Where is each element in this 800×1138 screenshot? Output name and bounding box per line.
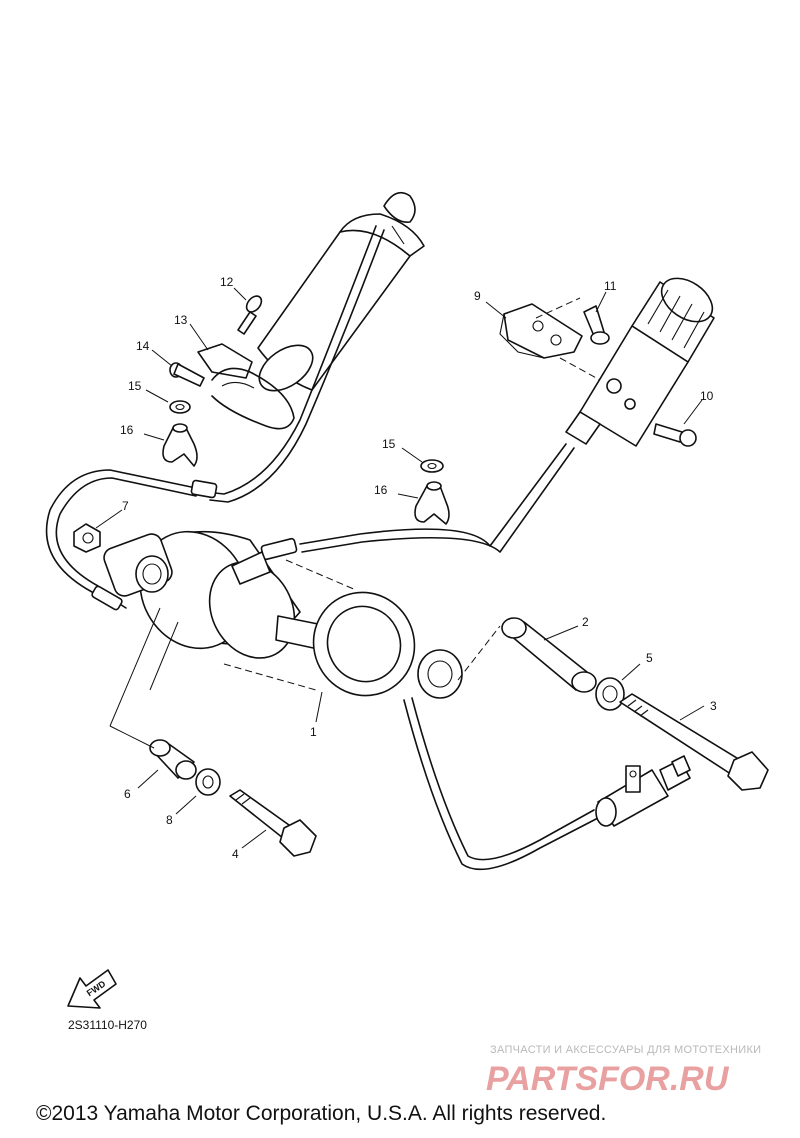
washer-15-center bbox=[420, 459, 444, 473]
callout-16-left: 16 bbox=[120, 423, 134, 437]
callout-8: 8 bbox=[166, 813, 173, 827]
preload-adjuster bbox=[565, 277, 715, 447]
collar-5 bbox=[595, 677, 625, 711]
callout-labels: 1 2 3 4 5 6 7 8 9 10 11 12 13 14 15 15 1… bbox=[120, 275, 717, 861]
reservoir bbox=[257, 191, 425, 392]
hose-fitting-lower bbox=[91, 585, 123, 611]
callout-14: 14 bbox=[136, 339, 150, 353]
bolt-4 bbox=[229, 789, 317, 857]
callout-15-center: 15 bbox=[382, 437, 396, 451]
bolt-12 bbox=[237, 295, 263, 335]
fwd-arrow-icon: FWD bbox=[67, 969, 117, 1009]
diagram-code: 2S31110-H270 bbox=[68, 1018, 147, 1032]
bolt-10 bbox=[653, 423, 697, 447]
watermark-logo: PARTSFOR.RU bbox=[486, 1060, 730, 1096]
callout-11: 11 bbox=[604, 279, 617, 293]
callout-16-center: 16 bbox=[374, 483, 388, 497]
callout-5: 5 bbox=[646, 651, 653, 665]
reservoir-clamp bbox=[197, 343, 295, 430]
hose-fitting-left bbox=[190, 479, 218, 499]
nut-7 bbox=[73, 523, 101, 553]
collar-2 bbox=[501, 617, 597, 693]
watermark-logo-text: PARTSFOR.RU bbox=[486, 1060, 730, 1096]
rear-shock-absorber bbox=[103, 530, 463, 699]
leader-lines bbox=[95, 287, 705, 849]
clip-16-left bbox=[162, 423, 198, 467]
bolt-14 bbox=[169, 362, 205, 387]
callout-7: 7 bbox=[122, 499, 129, 513]
callout-13: 13 bbox=[174, 313, 188, 327]
copyright-notice: ©2013 Yamaha Motor Corporation, U.S.A. A… bbox=[36, 1102, 607, 1125]
hose-fitting-center bbox=[260, 537, 298, 561]
remote-adjuster bbox=[595, 755, 691, 827]
bolt-11 bbox=[583, 305, 610, 345]
washer-15-left bbox=[169, 400, 191, 414]
bolt-3 bbox=[619, 693, 769, 791]
callout-3: 3 bbox=[710, 699, 717, 713]
callout-10: 10 bbox=[700, 389, 714, 403]
alignment-lines bbox=[109, 297, 601, 749]
watermark-tagline: ЗАПЧАСТИ И АКСЕССУАРЫ ДЛЯ МОТОТЕХНИКИ bbox=[490, 1044, 762, 1056]
bracket-9 bbox=[499, 303, 583, 359]
clip-16-center bbox=[414, 481, 450, 525]
callout-6: 6 bbox=[124, 787, 131, 801]
collar-8 bbox=[195, 768, 221, 796]
callout-1: 1 bbox=[310, 725, 317, 739]
callout-2: 2 bbox=[582, 615, 589, 629]
collar-6 bbox=[149, 739, 197, 780]
callout-15-left: 15 bbox=[128, 379, 142, 393]
callout-9: 9 bbox=[474, 289, 481, 303]
callout-12: 12 bbox=[220, 275, 234, 289]
hoses bbox=[45, 225, 599, 871]
callout-4: 4 bbox=[232, 847, 239, 861]
